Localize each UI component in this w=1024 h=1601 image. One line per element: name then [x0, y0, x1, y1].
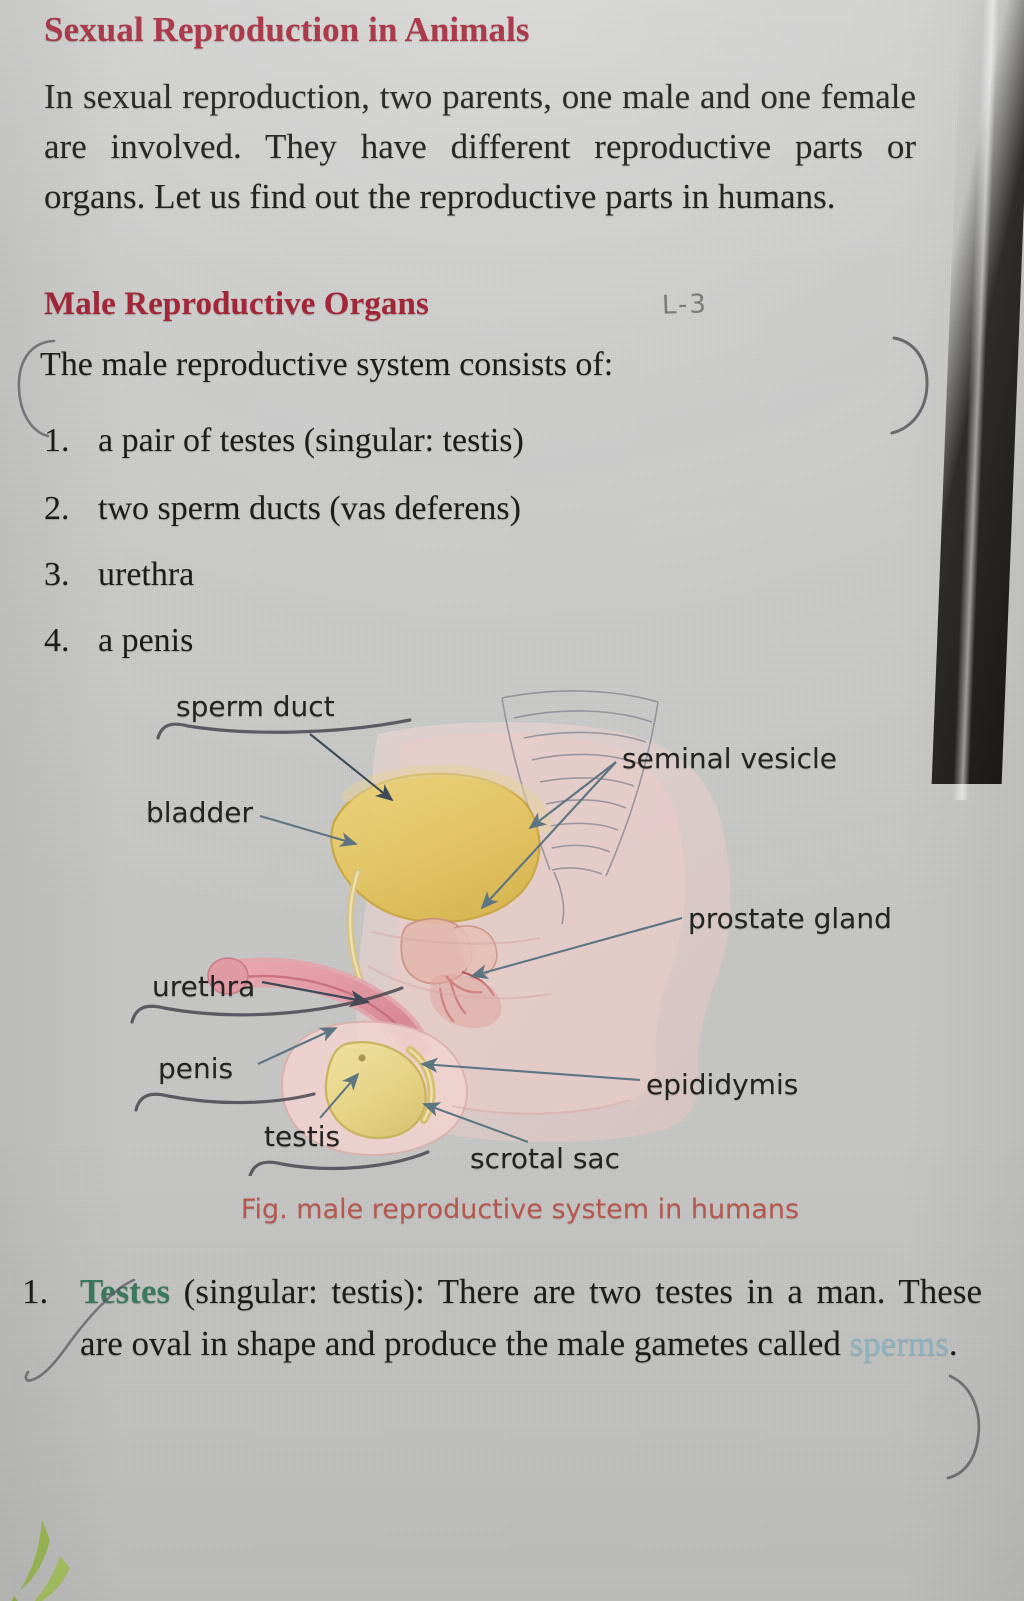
page-title: Sexual Reproduction in Animals [44, 10, 530, 49]
list-item-label: a penis [98, 622, 194, 659]
figure-label-prostate-gland: prostate gland [688, 902, 892, 935]
figure-caption: Fig. male reproductive system in humans [240, 1194, 800, 1225]
handwritten-lesson-note: L-3 [661, 289, 709, 321]
paragraph-body: Testes (singular: testis): There are two… [80, 1266, 982, 1370]
list-item: 2. two sperm ducts (vas deferens) [44, 492, 924, 526]
section-subheading: Male Reproductive Organs [44, 286, 429, 322]
page-edge-shadow [931, 0, 1024, 784]
list-item-label: urethra [98, 556, 195, 593]
list-item-number: 1. [44, 422, 70, 459]
paragraph-keyword: Testes [80, 1272, 171, 1311]
figure-label-seminal-vesicle: seminal vesicle [622, 742, 838, 775]
paragraph-middle-text: (singular: testis): There are two testes… [80, 1272, 982, 1363]
page-edge-highlight [952, 0, 1000, 800]
list-item-number: 4. [44, 622, 70, 659]
paragraph-highlight-term: sperms [849, 1324, 949, 1363]
figure-label-urethra: urethra [152, 970, 256, 1003]
list-item-number: 3. [44, 556, 70, 593]
leaf-decoration-icon [11, 1520, 70, 1601]
figure-label-scrotal-sac: scrotal sac [470, 1142, 620, 1175]
figure-label-epididymis: epididymis [646, 1068, 799, 1101]
pencil-bracket-closing [946, 1374, 981, 1480]
figure-label-bladder: bladder [146, 796, 253, 829]
list-item: 1. a pair of testes (singular: testis) [44, 424, 924, 458]
figure-label-testis: testis [264, 1120, 341, 1153]
figure-label-sperm-duct: sperm duct [176, 690, 335, 723]
paragraph-number: 1. [22, 1272, 49, 1311]
list-lead-in: The male reproductive system consists of… [40, 346, 614, 383]
anatomy-figure: sperm duct seminal vesicle bladder prost… [110, 676, 930, 1176]
male-reproductive-system-illustration [130, 690, 731, 1176]
intro-paragraph: In sexual reproduction, two parents, one… [44, 77, 916, 216]
list-item: 3. urethra [44, 558, 924, 592]
list-item-label: two sperm ducts (vas deferens) [98, 490, 521, 527]
list-item: 4. a penis [44, 624, 924, 658]
paragraph-end-text: . [948, 1324, 958, 1363]
list-item-label: a pair of testes (singular: testis) [98, 422, 524, 459]
definition-paragraph: 1. Testes (singular: testis): There are … [22, 1266, 982, 1370]
figure-label-penis: penis [158, 1052, 234, 1085]
list-item-number: 2. [44, 490, 70, 527]
